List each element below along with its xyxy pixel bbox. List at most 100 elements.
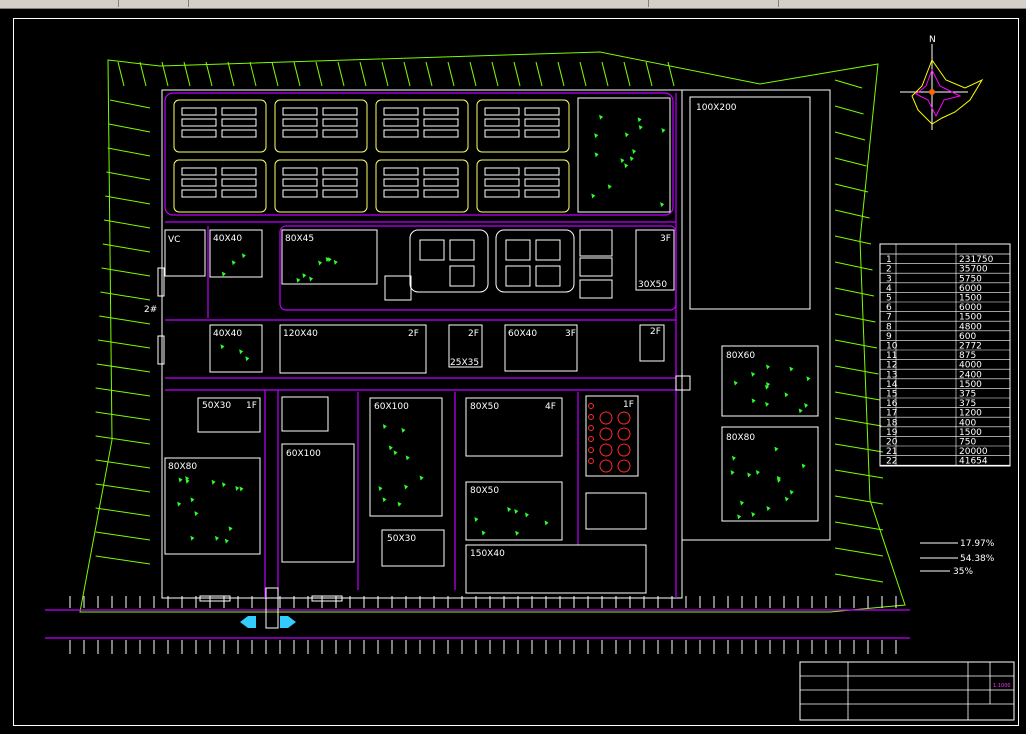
tree-icon [239,486,244,492]
tree-icon [231,260,236,266]
table-row-number: 20 [886,438,898,448]
tree-icon [405,455,410,461]
tree-icon [591,193,596,199]
tree-icon [620,158,625,164]
building-floor: 4F [545,402,556,412]
table-row-value: 750 [959,438,976,448]
building-label: 80X60 [726,351,755,361]
tree-icon [185,476,190,482]
tree-icon [194,511,199,517]
table-row-number: 4 [886,284,892,294]
tree-icon [241,253,246,259]
tree-icon [302,273,307,279]
hatch-tick [95,483,151,493]
hatch-tick [103,219,151,229]
table-row-number: 6 [886,303,892,313]
hatch-tick [834,183,869,193]
tree-icon [382,424,387,430]
tree-icon [544,520,549,526]
hatch-tick [491,61,499,87]
hatch-tick [834,131,866,141]
tree-icon [333,259,338,265]
hatch-tick [834,313,876,323]
tank-group [588,403,631,473]
greenhouse-bed [383,129,419,138]
hatch-tick [271,61,279,87]
tree-icon [397,501,402,507]
table-row-value: 400 [959,418,976,428]
table-row-number: 1 [886,255,892,265]
green-plot [577,97,671,213]
hatch-tick [101,267,151,277]
tree-icon [382,497,387,503]
main-gate [265,587,279,629]
building-100x200 [689,96,811,310]
table-row-value: 1200 [959,409,982,419]
tree-icon [765,384,770,390]
toolbar-segment[interactable] [188,0,649,7]
hatch-tick [425,61,433,87]
table-row-number: 18 [886,418,898,428]
hatch-tick [97,339,151,349]
building-label: 120X40 [283,329,318,339]
building-60x100a [369,397,443,517]
table-row-number: 3 [886,274,892,284]
small-building [281,396,329,432]
tree-icon [730,470,735,476]
hatch-tick [227,61,235,87]
greenhouse [375,159,469,213]
hatch-tick [161,61,169,87]
building-label: 100X200 [696,103,737,113]
building-label: 80X50 [470,486,499,496]
greenhouse-bed [423,189,459,198]
hatch-tick [535,61,543,87]
tank-small [588,458,594,464]
tree-icon [774,446,779,452]
hatch-tick [645,61,653,87]
tree-icon [221,482,226,488]
title-block-scale: 1:1000 [993,683,1011,689]
tree-icon [638,125,643,131]
hatch-tick [834,573,884,583]
tree-icon [524,512,529,518]
hatch-tick [108,123,151,133]
tree-icon [309,276,314,282]
hatch-tick [337,61,345,87]
toolbar-segment[interactable] [0,0,119,7]
entry-arrow-right [280,616,296,628]
tree-icon [661,127,666,133]
hatch-tick [469,61,477,87]
tree-icon [766,364,771,370]
greenhouse-bed [221,107,257,116]
table-row-value: 41654 [959,457,988,467]
building-50x30b [381,529,445,567]
tree-icon [221,271,226,277]
greenhouse-bed [322,167,358,176]
tree-icon [607,184,612,190]
table-row-number: 16 [886,399,898,409]
greenhouse-bed [524,189,560,198]
hatch-tick [834,521,884,531]
tree-icon [637,117,642,123]
tree-icon [228,526,233,532]
table-row-value: 1500 [959,294,982,304]
tank [617,459,631,473]
hatch-tick [834,443,884,453]
table-row-value: 2400 [959,370,982,380]
tree-icon [401,427,406,433]
greenhouse [173,159,267,213]
toolbar-segment[interactable] [648,0,779,7]
small-building [639,324,665,362]
table-row-value: 4000 [959,361,982,371]
table-row-number: 9 [886,332,892,342]
building-80x60 [721,345,819,417]
compass-center [929,89,935,95]
building-label: 150X40 [470,549,505,559]
greenhouse-bed [484,167,520,176]
greenhouse-bed [383,118,419,127]
hatch-tick [109,99,151,109]
toolbar-strip [0,0,1026,9]
greenhouse-bed [423,118,459,127]
toolbar-segment[interactable] [118,0,189,7]
